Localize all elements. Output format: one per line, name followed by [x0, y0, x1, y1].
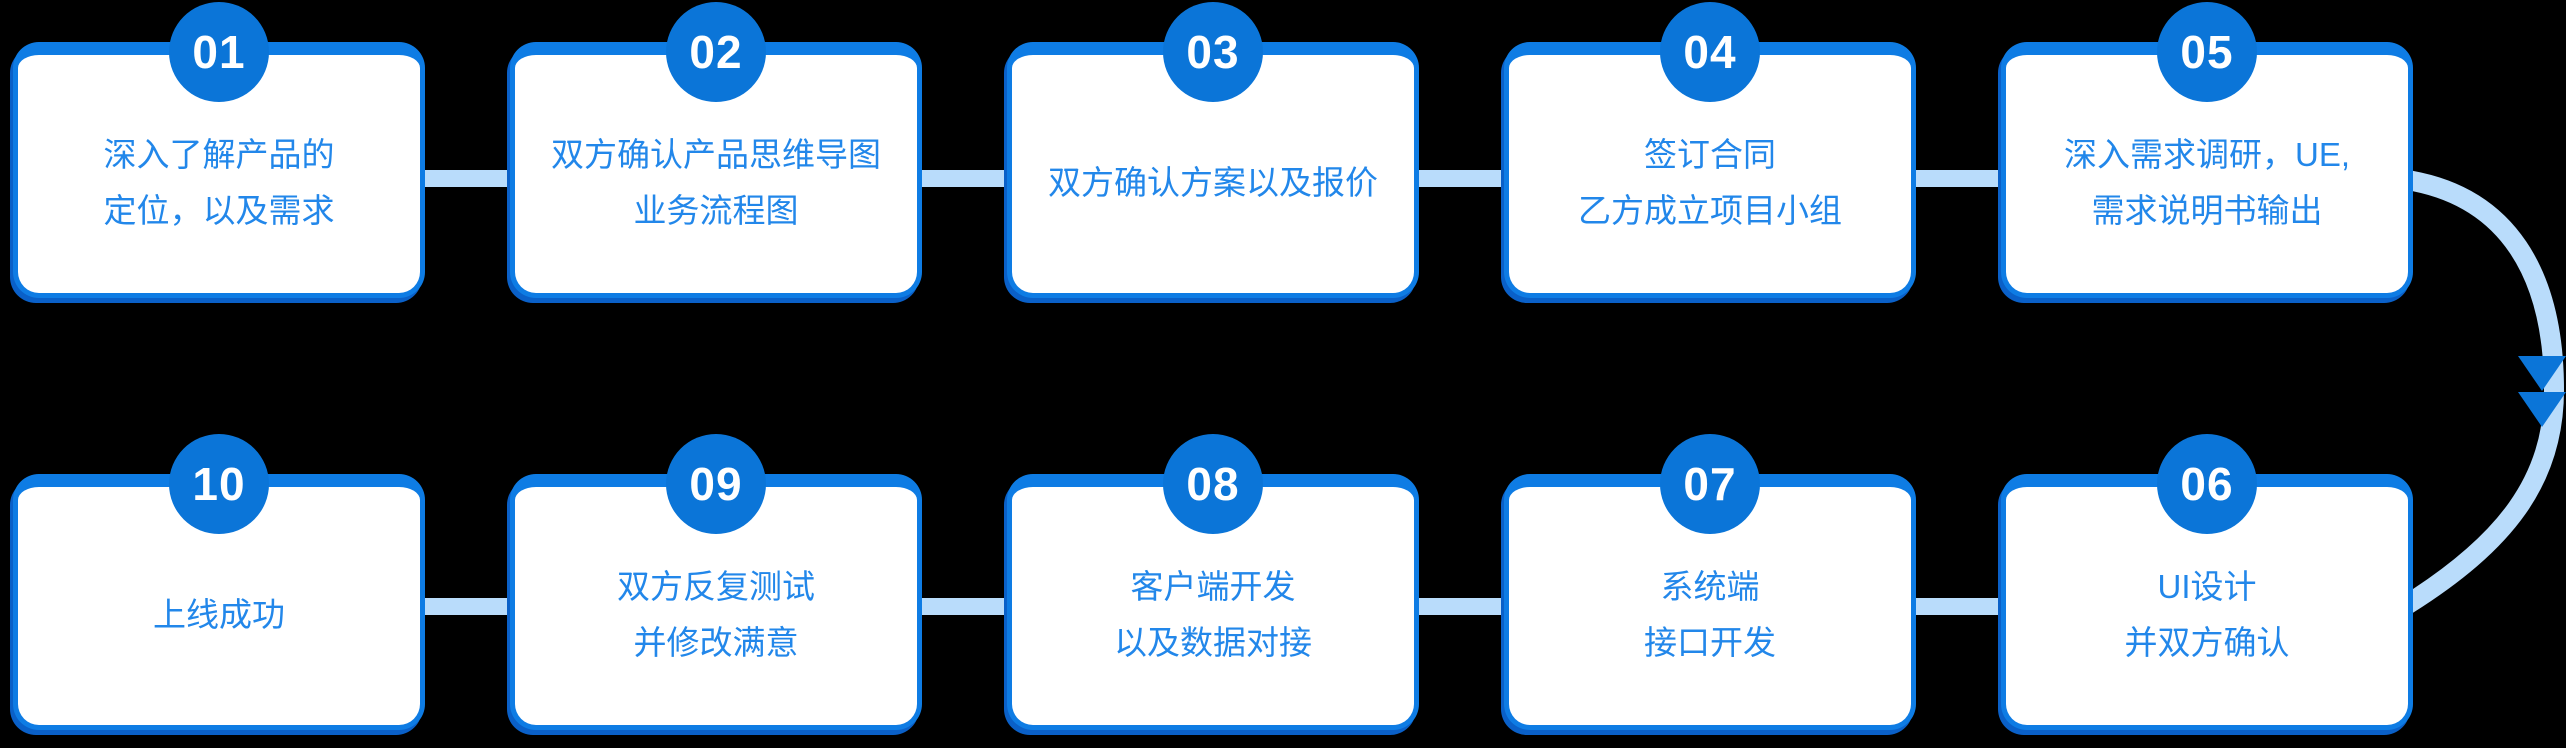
step-card-10: 10 上线成功: [13, 432, 425, 732]
step-text-line: 并修改满意: [633, 624, 799, 661]
step-text-line: UI设计: [2157, 568, 2257, 605]
step-text-line: 以及数据对接: [1114, 624, 1312, 661]
step-number: 06: [2180, 458, 2234, 510]
step-number: 03: [1186, 26, 1240, 78]
step-box: 双方确认产品思维导图 业务流程图: [510, 42, 922, 298]
step-number: 01: [192, 26, 246, 78]
connector: [1407, 598, 1519, 615]
step-number-badge: 04: [1660, 2, 1760, 102]
step-card-01: 01 深入了解产品的 定位，以及需求: [13, 0, 425, 300]
step-card-06: 06 UI设计 并双方确认: [2001, 432, 2413, 732]
step-card-08: 08 客户端开发 以及数据对接: [1007, 432, 1419, 732]
step-text-line: 业务流程图: [633, 192, 799, 229]
step-number-badge: 08: [1163, 434, 1263, 534]
step-number: 02: [689, 26, 743, 78]
connector: [413, 598, 525, 615]
step-number-badge: 07: [1660, 434, 1760, 534]
arrow-head-icon: [2518, 356, 2566, 391]
step-text-line: 签订合同: [1644, 136, 1776, 173]
step-number-badge: 09: [666, 434, 766, 534]
step-text-line: 接口开发: [1644, 624, 1776, 661]
step-number: 08: [1186, 458, 1240, 510]
connector: [1407, 170, 1519, 187]
step-card-05: 05 深入需求调研，UE, 需求说明书输出: [2001, 0, 2413, 300]
step-number-badge: 10: [169, 434, 269, 534]
step-text-line: 上线成功: [153, 596, 285, 633]
connector: [1904, 598, 2016, 615]
step-text-line: 双方反复测试: [617, 568, 815, 605]
connector: [910, 598, 1022, 615]
step-card-03: 03 双方确认方案以及报价: [1007, 0, 1419, 300]
step-box: 签订合同 乙方成立项目小组: [1504, 42, 1916, 298]
arrow-head-icon: [2518, 392, 2566, 427]
step-number-badge: 03: [1163, 2, 1263, 102]
step-number-badge: 06: [2157, 434, 2257, 534]
connector: [910, 170, 1022, 187]
step-card-04: 04 签订合同 乙方成立项目小组: [1504, 0, 1916, 300]
flow-arrow-curve: [2390, 168, 2565, 615]
step-number: 05: [2180, 26, 2234, 78]
step-text-line: 需求说明书输出: [2091, 192, 2323, 229]
connector: [413, 170, 525, 187]
step-text-line: 乙方成立项目小组: [1578, 192, 1842, 229]
step-number: 09: [689, 458, 743, 510]
step-text-line: 并双方确认: [2124, 624, 2290, 661]
step-number-badge: 05: [2157, 2, 2257, 102]
step-number: 07: [1683, 458, 1737, 510]
step-number-badge: 02: [666, 2, 766, 102]
step-text-line: 双方确认产品思维导图: [551, 136, 881, 173]
step-text-line: 双方确认方案以及报价: [1048, 164, 1378, 201]
step-text-line: 定位，以及需求: [103, 192, 335, 229]
step-card-02: 02 双方确认产品思维导图 业务流程图: [510, 0, 922, 300]
step-number: 04: [1683, 26, 1737, 78]
step-number: 10: [192, 458, 246, 510]
connector: [1904, 170, 2016, 187]
step-text-line: 系统端: [1660, 568, 1760, 605]
step-card-07: 07 系统端 接口开发: [1504, 432, 1916, 732]
step-text-line: 客户端开发: [1130, 568, 1296, 605]
step-number-badge: 01: [169, 2, 269, 102]
step-card-09: 09 双方反复测试 并修改满意: [510, 432, 922, 732]
step-text-line: 深入了解产品的: [103, 136, 335, 173]
step-text-line: 深入需求调研，UE,: [2063, 136, 2350, 173]
